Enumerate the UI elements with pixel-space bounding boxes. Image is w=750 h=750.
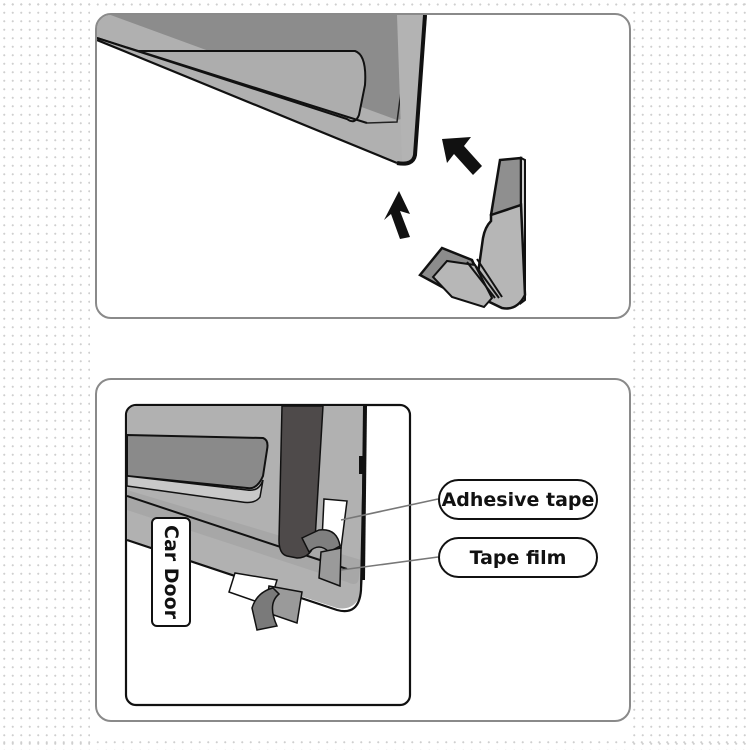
arrow-icon [442, 137, 482, 175]
step-2-illustration [124, 403, 439, 707]
corner-guard [418, 156, 527, 310]
step-1-panel [95, 13, 631, 319]
adhesive-tape-callout: Adhesive tape [438, 479, 598, 520]
tape-film-callout: Tape film [438, 537, 598, 578]
dot-pattern-right [630, 0, 750, 750]
adhesive-tape-label: Adhesive tape [441, 488, 595, 511]
step-2-panel: Car Door Adhesive tape Tape film [95, 378, 631, 722]
leader-line-film [340, 556, 439, 571]
arrow-icon [384, 191, 410, 239]
dot-pattern-left [0, 0, 90, 750]
dot-pattern-top [0, 0, 750, 9]
tape-film-label: Tape film [469, 546, 567, 569]
leader-line-adhesive [340, 498, 439, 521]
dot-pattern-bottom [0, 738, 750, 750]
car-door-label: Car Door [151, 517, 191, 627]
car-door-text: Car Door [160, 525, 182, 619]
step-1-illustration [97, 15, 527, 310]
